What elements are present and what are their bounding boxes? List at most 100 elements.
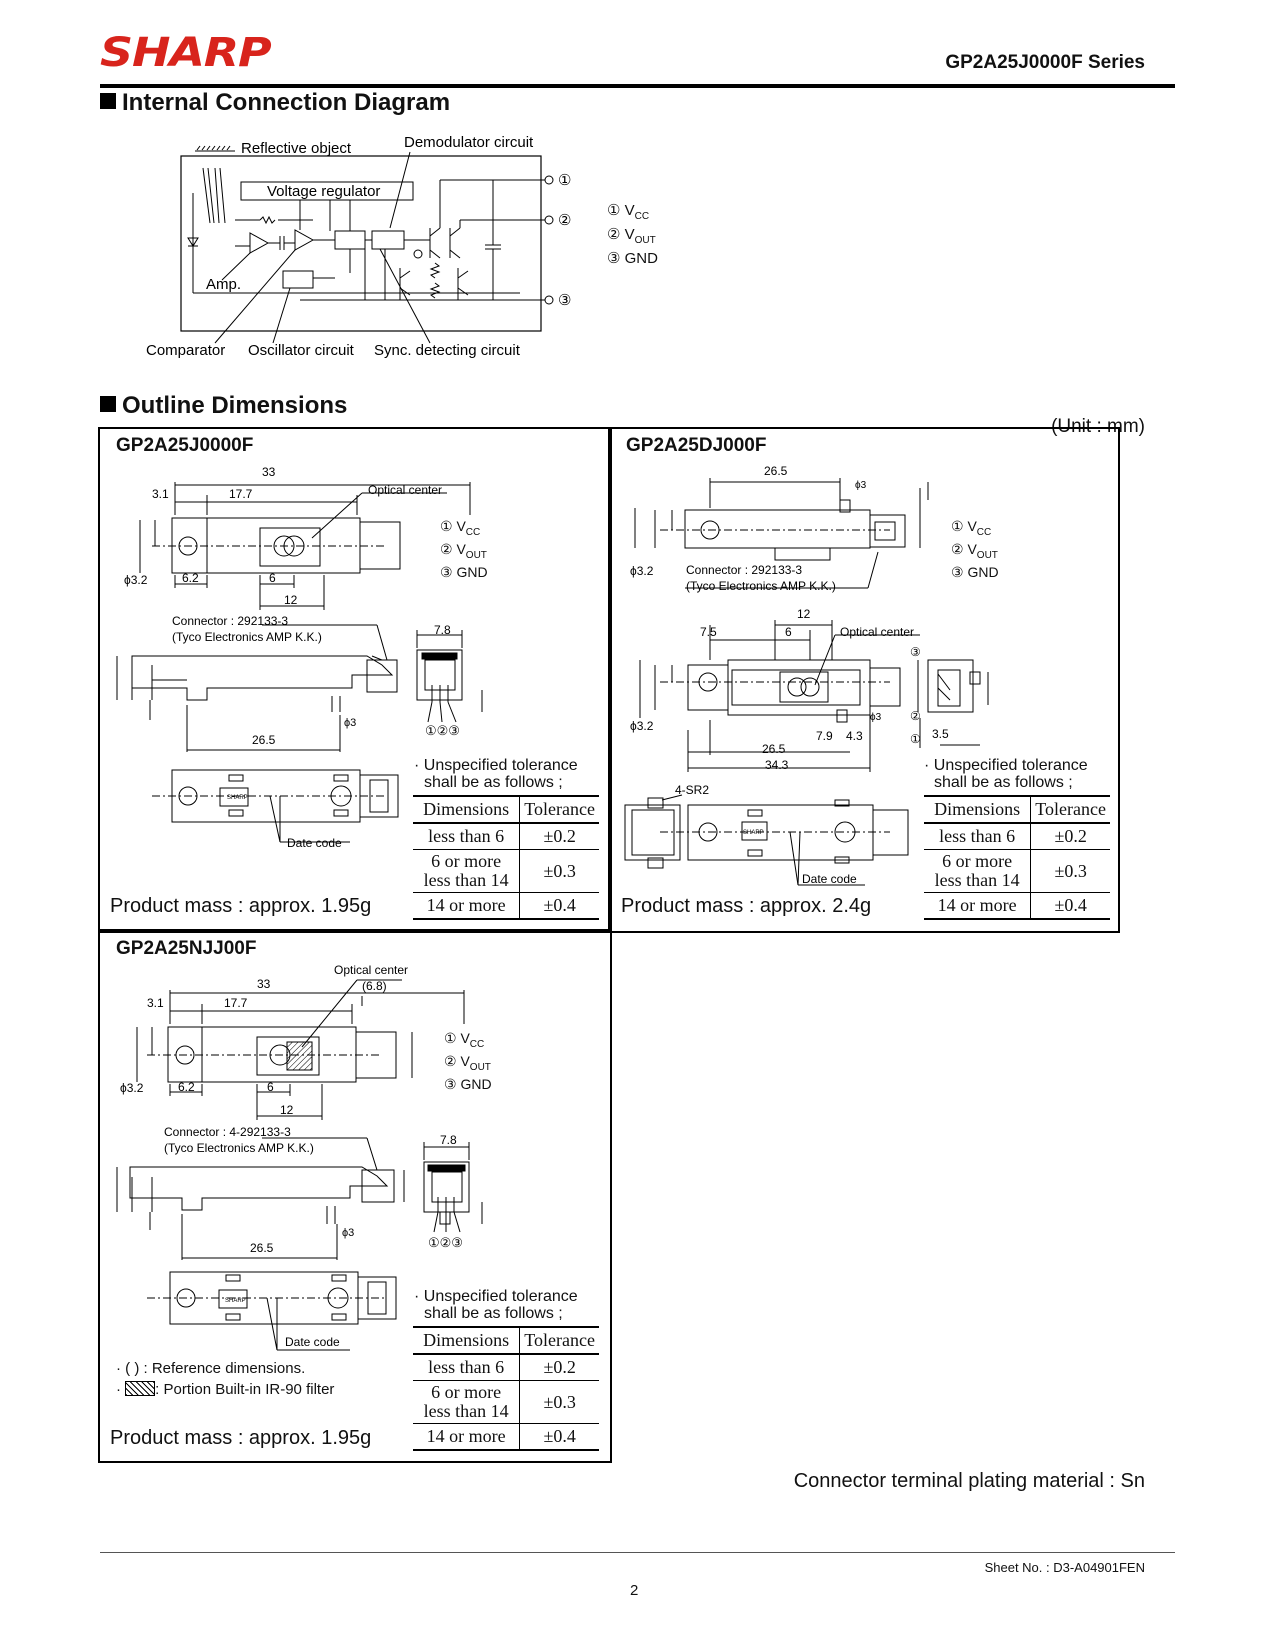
dim-label: 17.7 [224,996,248,1010]
tolerance-note-3: · Unspecified tolerance shall be as foll… [414,1288,578,1322]
pin-legend-2: ① VCC ② VOUT ③ GND [951,518,999,580]
table-header: Tolerance [1030,795,1110,824]
bullet-square-icon [100,93,116,109]
label-reflective-object: Reflective object [241,140,352,157]
table-cell: 14 or more [924,892,1032,920]
p2-date-code: Date code [802,872,857,886]
logo-mark: SHARP [225,1298,246,1304]
pin-num: ① [444,1030,457,1046]
p1-optical-center: Optical center [368,483,442,497]
label-voltage-regulator: Voltage regulator [267,183,380,200]
dim-label: 6 [269,571,276,585]
dim-label: 3.1 [147,996,164,1010]
pin-legend-item: ① VCC [440,518,488,541]
dim-label: ϕ3.2 [124,573,148,587]
p3-connector-1: Connector : 4-292133-3 [164,1125,291,1139]
table-header: Tolerance [519,795,599,824]
pin-num: ① [607,202,621,219]
label-demodulator: Demodulator circuit [404,134,534,151]
pin-markers: ①②③ [425,723,460,738]
table-cell: ±0.3 [519,1380,599,1424]
unit-label: (Unit : mm) [1051,416,1145,437]
table-row: less than 6±0.2 [924,822,1110,850]
pin-legend-item: ③ GND [607,250,658,268]
pin-legend-item: ② VOUT [951,541,999,564]
filter-note: : Portion Built-in IR-90 filter [155,1381,335,1398]
pin-marker: ① [910,732,921,746]
pin-legend-item: ② VOUT [444,1053,492,1076]
table-row: 14 or more±0.4 [413,892,599,920]
product-frame-3 [98,929,612,1463]
pin-name: GND [460,1075,492,1092]
table-cell: ±0.2 [519,822,599,850]
product-name-3: GP2A25NJJ00F [116,938,257,959]
dim-label: ϕ3 [342,1227,354,1239]
pin-name: VCC [456,518,481,538]
outline-drawing-3: 33 (6.8) Optical center 3.1 17.7 ϕ3.2 6.… [116,963,483,1351]
pin-name: VOUT [967,540,998,561]
section-outline-heading: Outline Dimensions [100,392,347,420]
pin-num: ② [444,1052,457,1069]
pin-legend-internal: ① VCC ② VOUT ③ GND [607,202,658,268]
pin-1-marker: ① [558,172,571,189]
header-rule [100,84,1175,88]
table-cell: 14 or more [413,892,521,920]
pin-name: VCC [624,202,650,222]
table-cell: ±0.4 [519,892,599,920]
dim-label: 33 [262,465,276,479]
pin-name: VOUT [456,540,487,561]
dim-label: 12 [280,1103,294,1117]
pin-num: ③ [951,563,964,580]
pin-legend-item: ③ GND [440,564,488,580]
table-row: 14 or more±0.4 [924,892,1110,920]
plating-note: Connector terminal plating material : Sn [793,1470,1145,1492]
dim-label: ϕ3 [855,480,867,491]
section-internal-heading: Internal Connection Diagram [100,89,450,117]
section-internal-title: Internal Connection Diagram [122,89,451,116]
tolerance-note-2: · Unspecified tolerance shall be as foll… [924,757,1088,791]
pin-marker: ③ [910,645,921,659]
pin-legend-item: ① VCC [951,518,999,541]
table-cell: ±0.3 [1030,849,1110,893]
product-name-2: GP2A25DJ000F [626,435,767,456]
dim-label: 7.9 [816,729,833,743]
dim-label: ϕ3 [344,717,356,729]
pin-name: GND [456,563,488,580]
pin-name: VOUT [624,226,656,246]
table-cell: ±0.2 [1030,822,1110,850]
table-header: Tolerance [519,1326,599,1355]
product-name-1: GP2A25J0000F [116,435,254,456]
pin-name: VCC [460,1030,485,1050]
label-comparator: Comparator [146,342,225,359]
pin-name: VCC [967,518,992,538]
tolerance-note-line: · Unspecified tolerance [414,757,578,774]
pin-legend-item: ③ GND [444,1076,492,1092]
dim-label: 3.5 [932,727,949,741]
outline-drawing-1: 33 3.1 17.7 Optical center ϕ3.2 6.2 6 12… [116,465,483,850]
logo-mark: SHARP [743,830,764,836]
p2-sr-label: 4-SR2 [675,783,709,797]
pin-legend-1: ① VCC ② VOUT ③ GND [440,518,488,580]
table-cell: ±0.4 [519,1423,599,1451]
product-frame-2 [608,427,1120,933]
table-cell: ±0.2 [519,1353,599,1381]
product-frame-1 [98,427,612,933]
table-cell: 6 or more less than 14 [413,849,521,893]
tolerance-note-line: shall be as follows ; [424,774,563,791]
pin-name: GND [624,250,658,267]
dim-label: 12 [797,607,811,621]
table-cell: less than 6 [413,822,521,850]
sheet-number: Sheet No. : D3-A04901FEN [984,1560,1145,1575]
filter-note-row: · : Portion Built-in IR-90 filter [116,1381,335,1398]
dim-label: 26.5 [252,733,276,747]
dim-label: 7.8 [440,1133,457,1147]
internal-connection-diagram: Reflective object Demodulator circuit Vo… [146,134,571,359]
pin-legend-item: ③ GND [951,564,999,580]
dim-label: 6 [785,625,792,639]
p1-connector-1: Connector : 292133-3 [172,614,288,628]
section-outline-title: Outline Dimensions [122,392,348,419]
pin-legend-3: ① VCC ② VOUT ③ GND [444,1030,492,1092]
table-header: Dimensions [413,1326,521,1355]
dim-label: 26.5 [762,742,786,756]
ref-dim-note: · ( ) : Reference dimensions. [116,1360,306,1377]
